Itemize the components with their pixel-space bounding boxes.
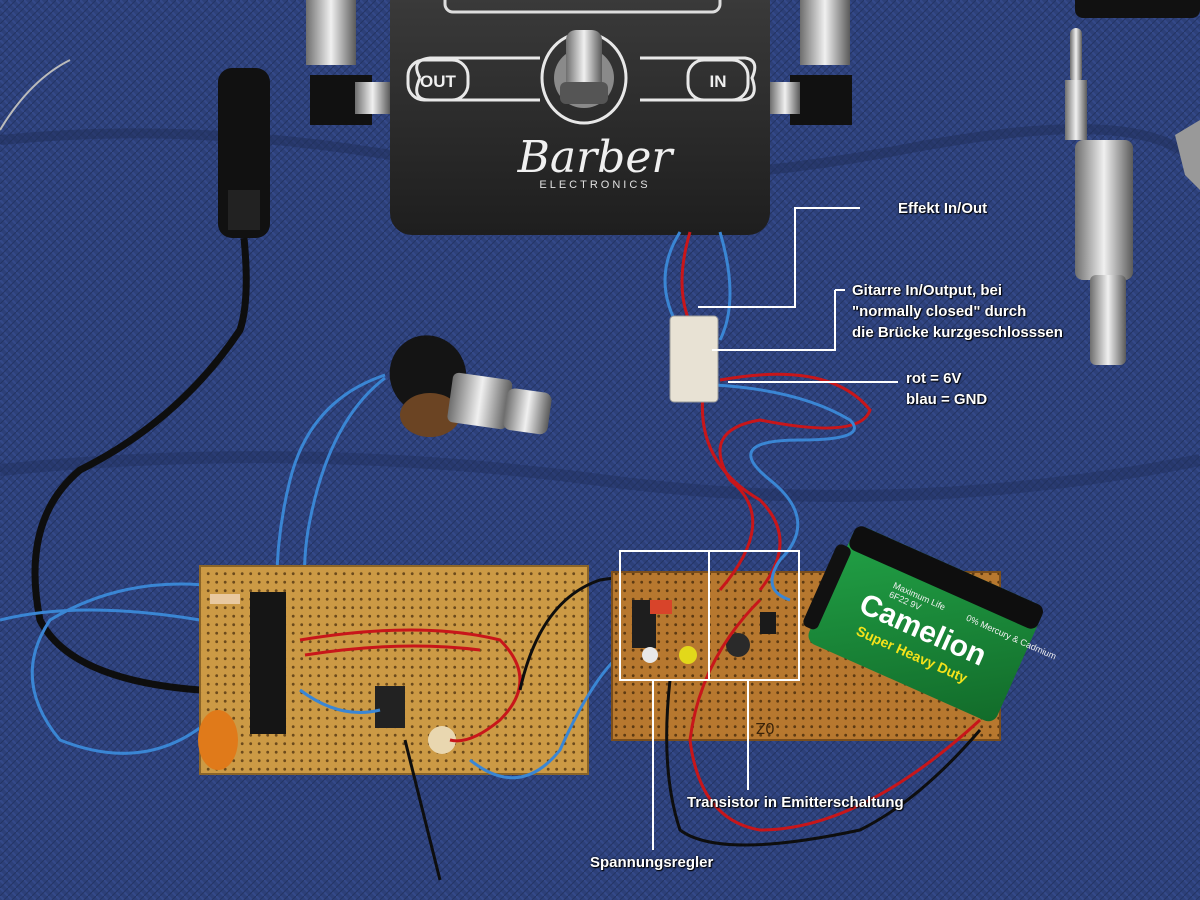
led-yellow <box>679 646 697 664</box>
annotation-lines <box>652 207 898 850</box>
battery-9v: Camelion Maximum Life 6F22 9V 0% Mercury… <box>803 526 1058 722</box>
pedal-jack-left <box>306 0 390 125</box>
annotation-rot: rot = 6V <box>906 370 962 387</box>
pin-header <box>375 686 405 728</box>
pedal-brand-logo: Barber <box>517 132 676 183</box>
terminal-block <box>669 315 719 403</box>
perfboard-left <box>198 565 589 775</box>
pedal-in-label: IN <box>710 72 727 91</box>
annotation-gitarre-2: "normally closed" durch <box>852 303 1027 320</box>
annotation-blau: blau = GND <box>906 391 988 408</box>
pedal-out-label: OUT <box>420 72 457 91</box>
pushbutton-switch <box>389 335 552 437</box>
annotation-transistor: Transistor in Emitterschaltung <box>687 794 904 811</box>
pedal-jack-right <box>770 0 852 125</box>
annotation-gitarre-1: Gitarre In/Output, bei <box>852 282 1003 299</box>
annotation-spannungsregler: Spannungsregler <box>590 854 714 871</box>
ic-chip <box>250 592 286 734</box>
pedal-enclosure <box>390 0 770 235</box>
transistor-highlight-box <box>708 550 800 681</box>
capacitor-orange <box>198 710 238 770</box>
guitar-plug-black <box>31 68 270 694</box>
annotation-effekt: Effekt In/Out <box>898 200 988 217</box>
guitar-plug-chrome <box>1065 28 1133 365</box>
board-marking: 0Z <box>755 719 774 736</box>
transistor <box>760 612 776 634</box>
annotation-gitarre-3: die Brücke kurzgeschlosssen <box>852 324 1063 341</box>
pedal-brand-sub: ELECTRONICS <box>539 179 650 191</box>
